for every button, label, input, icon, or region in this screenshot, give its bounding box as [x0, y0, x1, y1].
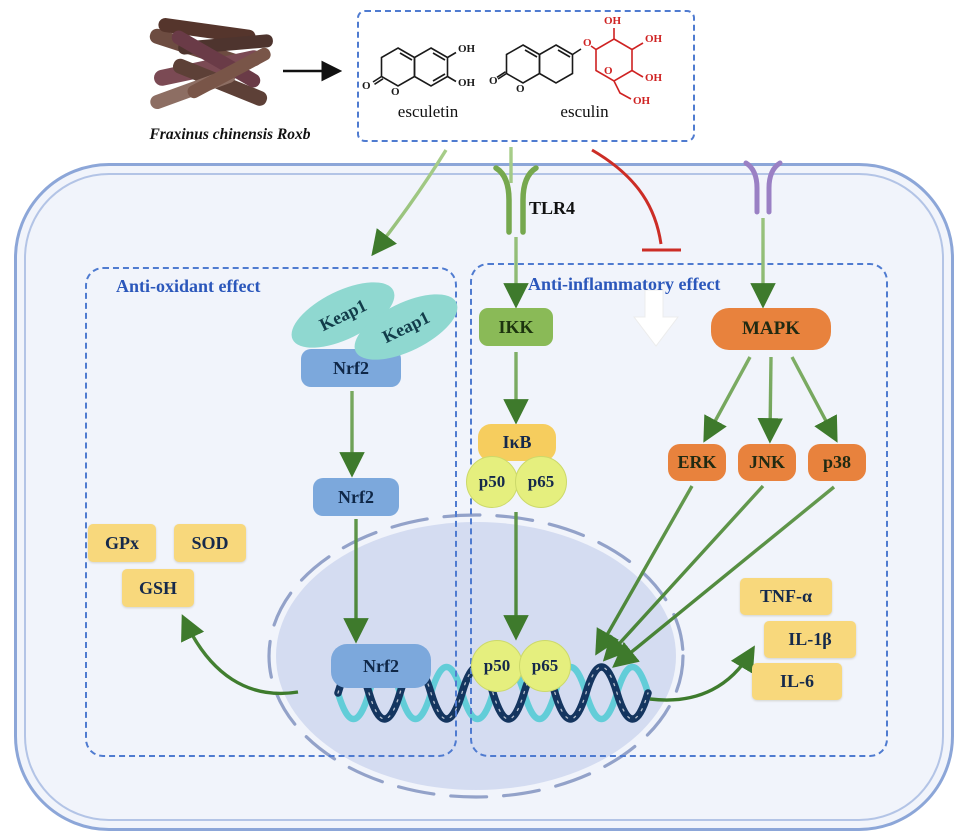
- mapk-node: MAPK: [711, 308, 831, 350]
- antiinflammatory-title: Anti-inflammatory effect: [528, 274, 721, 294]
- compound-label-esculetin: esculetin: [397, 102, 459, 121]
- tlr4-label: TLR4: [529, 198, 576, 218]
- p50-nuclear-node: p50: [471, 640, 523, 692]
- il1-beta-node: IL-1β: [764, 621, 856, 658]
- plant-label: Fraxinus chinensis Roxb: [149, 126, 311, 143]
- gsh-node: GSH: [122, 569, 194, 607]
- sod-node: SOD: [174, 524, 246, 562]
- il6-node: IL-6: [752, 663, 842, 700]
- nrf2-free-node: Nrf2: [313, 478, 399, 516]
- nrf2-nuclear-node: Nrf2: [331, 644, 431, 688]
- ikb-node: IκB: [478, 424, 556, 461]
- p38-node: p38: [808, 444, 866, 481]
- p65-nuclear-node: p65: [519, 640, 571, 692]
- erk-node: ERK: [668, 444, 726, 481]
- jnk-node: JNK: [738, 444, 796, 481]
- compound-label-esculin: esculin: [560, 102, 609, 121]
- tnf-alpha-node: TNF-α: [740, 578, 832, 615]
- p65-cyto-node: p65: [515, 456, 567, 508]
- compound-box: [357, 10, 695, 142]
- herb-image: [149, 18, 273, 109]
- gpx-node: GPx: [88, 524, 156, 562]
- cell-membrane-inner: [24, 173, 944, 821]
- ikk-node: IKK: [479, 308, 553, 346]
- antioxidant-title: Anti-oxidant effect: [116, 276, 261, 296]
- p50-cyto-node: p50: [466, 456, 518, 508]
